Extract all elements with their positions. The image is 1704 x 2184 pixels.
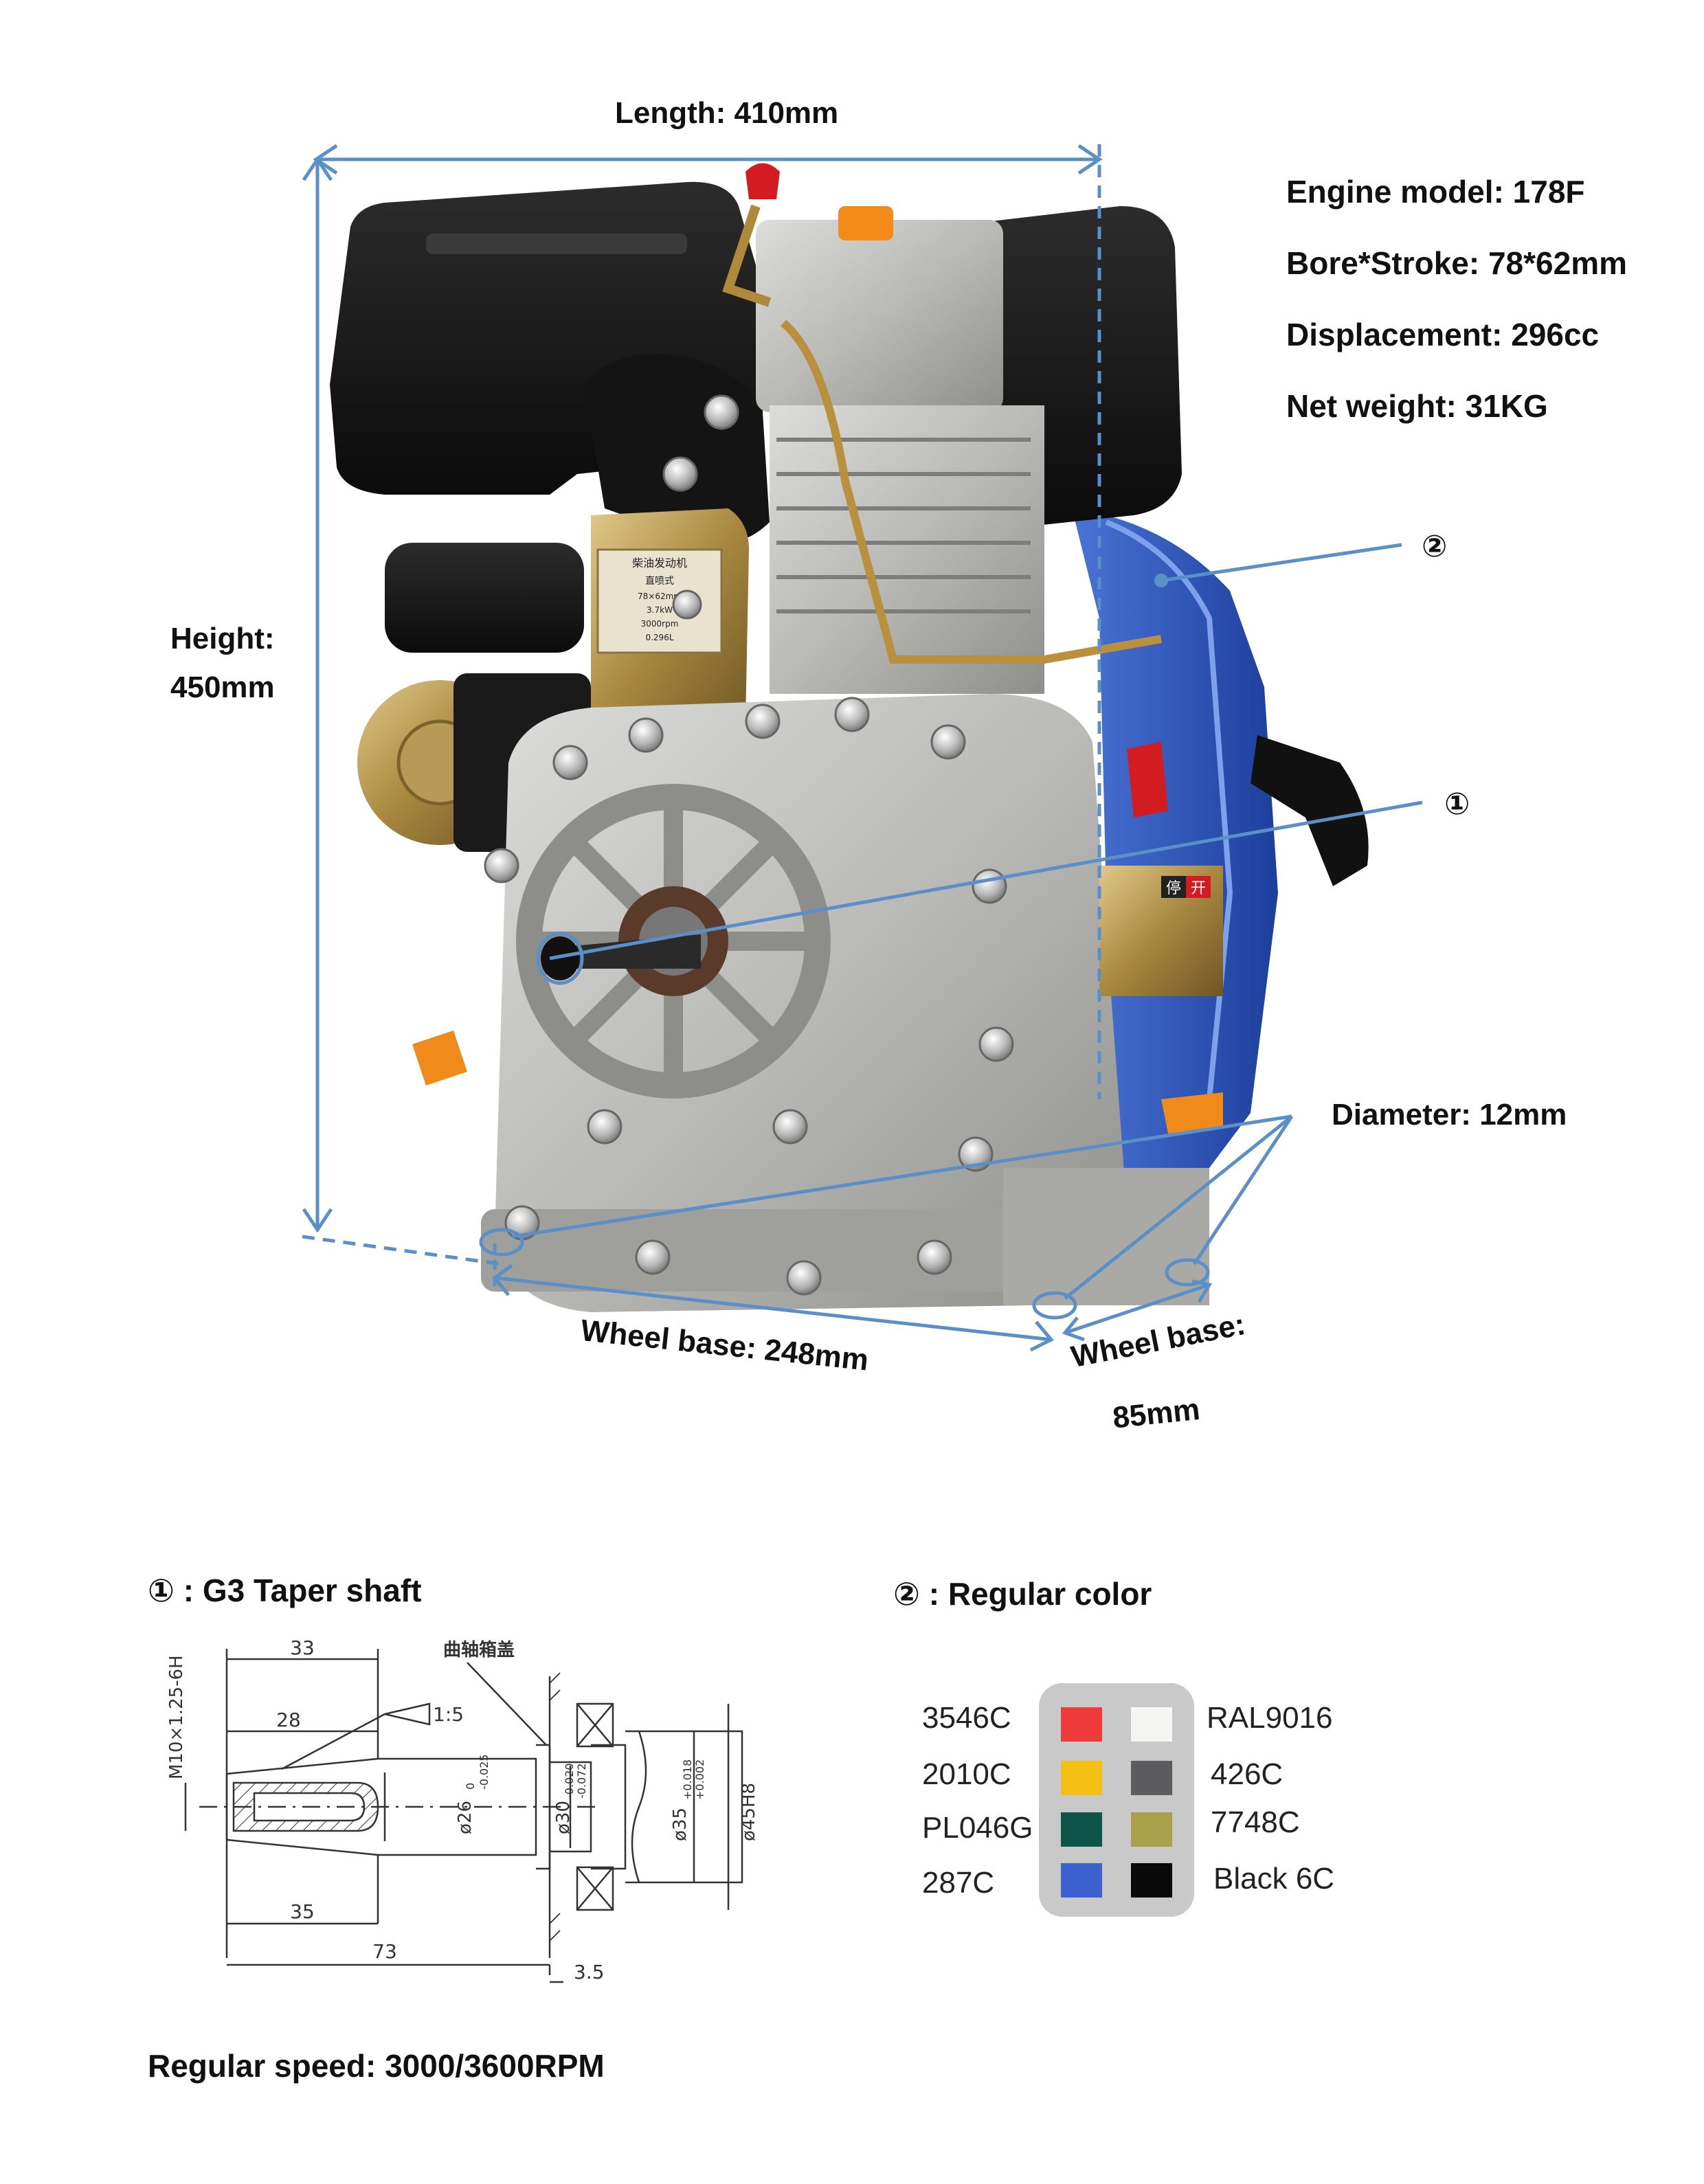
engine-plate-type: 直喷式: [645, 575, 674, 587]
engine-plate-speed: 3000rpm: [641, 619, 679, 629]
regular-color-title: ② : Regular color: [893, 1576, 1152, 1612]
regular-speed: Regular speed: 3000/3600RPM: [148, 2048, 605, 2084]
dim-33: 33: [290, 1636, 315, 1659]
spec-net-weight: Net weight: 31KG: [1286, 388, 1548, 424]
d35-tol-dn: +0.002: [693, 1759, 706, 1800]
d30-label: ø30: [553, 1801, 574, 1834]
engine-plate-bore: 78×62mm: [638, 592, 682, 601]
swatch-black-6c: [1131, 1863, 1172, 1898]
engine-plate-power: 3.7kW: [647, 605, 673, 615]
dim-3-5: 3.5: [574, 1961, 605, 1983]
callout-one: ①: [1444, 787, 1470, 821]
throttle-lever: [722, 163, 1163, 664]
callout-two: ②: [1422, 530, 1448, 563]
swatch-2010c: [1061, 1761, 1102, 1795]
d45-label: ø45H8: [739, 1783, 759, 1841]
color-name-287c: 287C: [922, 1866, 995, 1900]
engine-plate-title: 柴油发动机: [632, 556, 687, 570]
gold-shroud: 柴油发动机 直喷式 78×62mm 3.7kW 3000rpm 0.296L: [591, 508, 749, 735]
d30-tol-dn: -0.072: [575, 1763, 588, 1799]
dimension-lines: [302, 144, 1423, 1352]
color-name-426c: 426C: [1211, 1757, 1283, 1791]
swatch-panel: [1039, 1683, 1194, 1917]
d26-tol-up: 0: [464, 1783, 477, 1790]
taper-shaft-drawing: 33 28 35 73 3.5 1:5 曲轴箱盖 M10×1.25-6H ø26…: [166, 1636, 759, 1983]
color-name-pl046g: PL046G: [922, 1811, 1033, 1845]
d35-tol-up: +0.018: [681, 1759, 694, 1800]
swatch-426c: [1131, 1761, 1172, 1795]
cylinder-head: [756, 206, 1044, 694]
height-value: 450mm: [170, 671, 275, 704]
color-palette: 3546C 2010C PL046G 287C RAL9016 426C 774…: [922, 1683, 1362, 1937]
engine-plate-disp: 0.296L: [645, 633, 673, 642]
d26-label: ø26: [455, 1801, 475, 1834]
length-label: Length: 410mm: [615, 96, 839, 130]
spec-engine-model: Engine model: 178F: [1286, 174, 1585, 210]
color-name-2010c: 2010C: [922, 1757, 1011, 1791]
height-label: Height:: [170, 622, 275, 655]
swatch-ral9016: [1131, 1707, 1172, 1742]
stop-plate: 停 开: [1099, 742, 1223, 996]
color-name-7748c: 7748C: [1211, 1805, 1300, 1839]
drain-plugs: [412, 1031, 1223, 1134]
taper-ratio: 1:5: [433, 1703, 464, 1726]
engine-illustration: 柴油发动机 直喷式 78×62mm 3.7kW 3000rpm 0.296L: [302, 144, 1423, 1352]
stop-label: 停: [1166, 880, 1181, 897]
color-name-3546c: 3546C: [922, 1701, 1011, 1735]
bolts: [484, 394, 1014, 1296]
dim-35: 35: [290, 1900, 315, 1923]
flywheel-cover: [1072, 508, 1278, 1168]
thread-spec: M10×1.25-6H: [166, 1655, 187, 1779]
color-name-black-6c: Black 6C: [1213, 1862, 1335, 1895]
spec-list: Engine model: 178F Bore*Stroke: 78*62mm …: [1286, 173, 1627, 459]
diameter-label: Diameter: 12mm: [1332, 1098, 1567, 1132]
d30-tol-up: -0.020: [563, 1763, 576, 1799]
spec-bore-stroke: Bore*Stroke: 78*62mm: [1286, 245, 1628, 281]
recoil-handle: [1251, 735, 1369, 886]
taper-shaft-title: ① : G3 Taper shaft: [148, 1573, 422, 1608]
color-name-ral9016: RAL9016: [1207, 1701, 1333, 1735]
spec-displacement: Displacement: 296cc: [1286, 317, 1600, 352]
dim-73: 73: [372, 1940, 397, 1963]
swatch-3546c: [1061, 1707, 1102, 1742]
d26-tol-dn: -0.025: [478, 1754, 491, 1790]
swatch-7748c: [1131, 1812, 1172, 1847]
d35-label: ø35: [670, 1808, 691, 1841]
swatch-pl046g: [1061, 1812, 1102, 1847]
crank-cover-label: 曲轴箱盖: [443, 1639, 515, 1660]
dim-28: 28: [276, 1709, 301, 1731]
open-label: 开: [1191, 880, 1206, 897]
swatch-287c: [1061, 1863, 1102, 1898]
